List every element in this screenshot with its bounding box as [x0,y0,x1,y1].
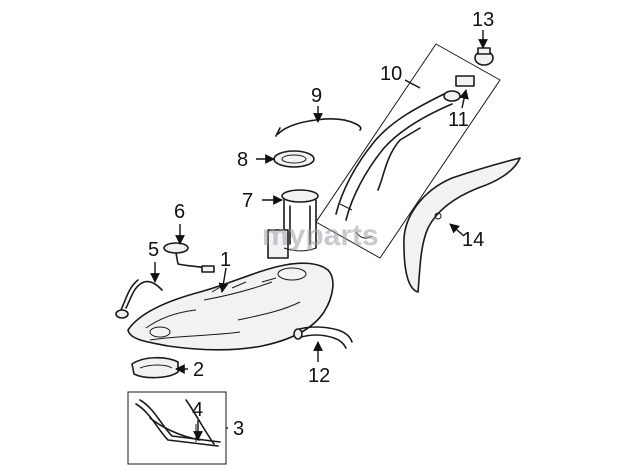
leader-10 [404,79,421,89]
callout-2: 2 [193,359,204,381]
callout-12: 12 [308,365,330,387]
leader-11 [459,89,469,109]
pump-lock-ring[interactable] [273,150,315,168]
filler-neck-retainer[interactable] [455,75,475,87]
callout-6: 6 [174,201,185,223]
callout-10: 10 [380,63,402,85]
callout-4: 4 [192,399,203,421]
heat-shield[interactable] [403,157,521,293]
tank-protector[interactable] [131,356,179,379]
vent-tube[interactable] [115,279,163,319]
filler-hose[interactable] [293,326,353,349]
callout-13: 13 [472,9,494,31]
callout-5: 5 [148,239,159,261]
leader-1 [218,267,229,293]
leader-14 [449,223,465,237]
fuel-tank[interactable] [127,262,334,351]
tank-strap-assembly[interactable] [127,391,227,465]
callout-leaders [150,30,488,441]
callout-8: 8 [237,149,248,171]
callout-3: 3 [233,418,244,440]
fuel-level-sender[interactable] [163,242,215,273]
fuel-cap[interactable] [474,47,494,66]
callout-14: 14 [462,229,484,251]
filler-pipe-assembly[interactable] [315,43,501,259]
callout-11: 11 [448,109,469,131]
watermark-logo: myparts [262,219,379,252]
fuel-pump-wiring[interactable] [275,118,362,137]
callout-7: 7 [242,190,253,212]
callout-labels: 1 2 3 4 5 6 7 8 9 10 11 12 13 14 [148,9,494,440]
callout-1: 1 [220,249,231,271]
fuel-pump-module[interactable] [267,189,319,259]
callout-9: 9 [311,85,322,107]
